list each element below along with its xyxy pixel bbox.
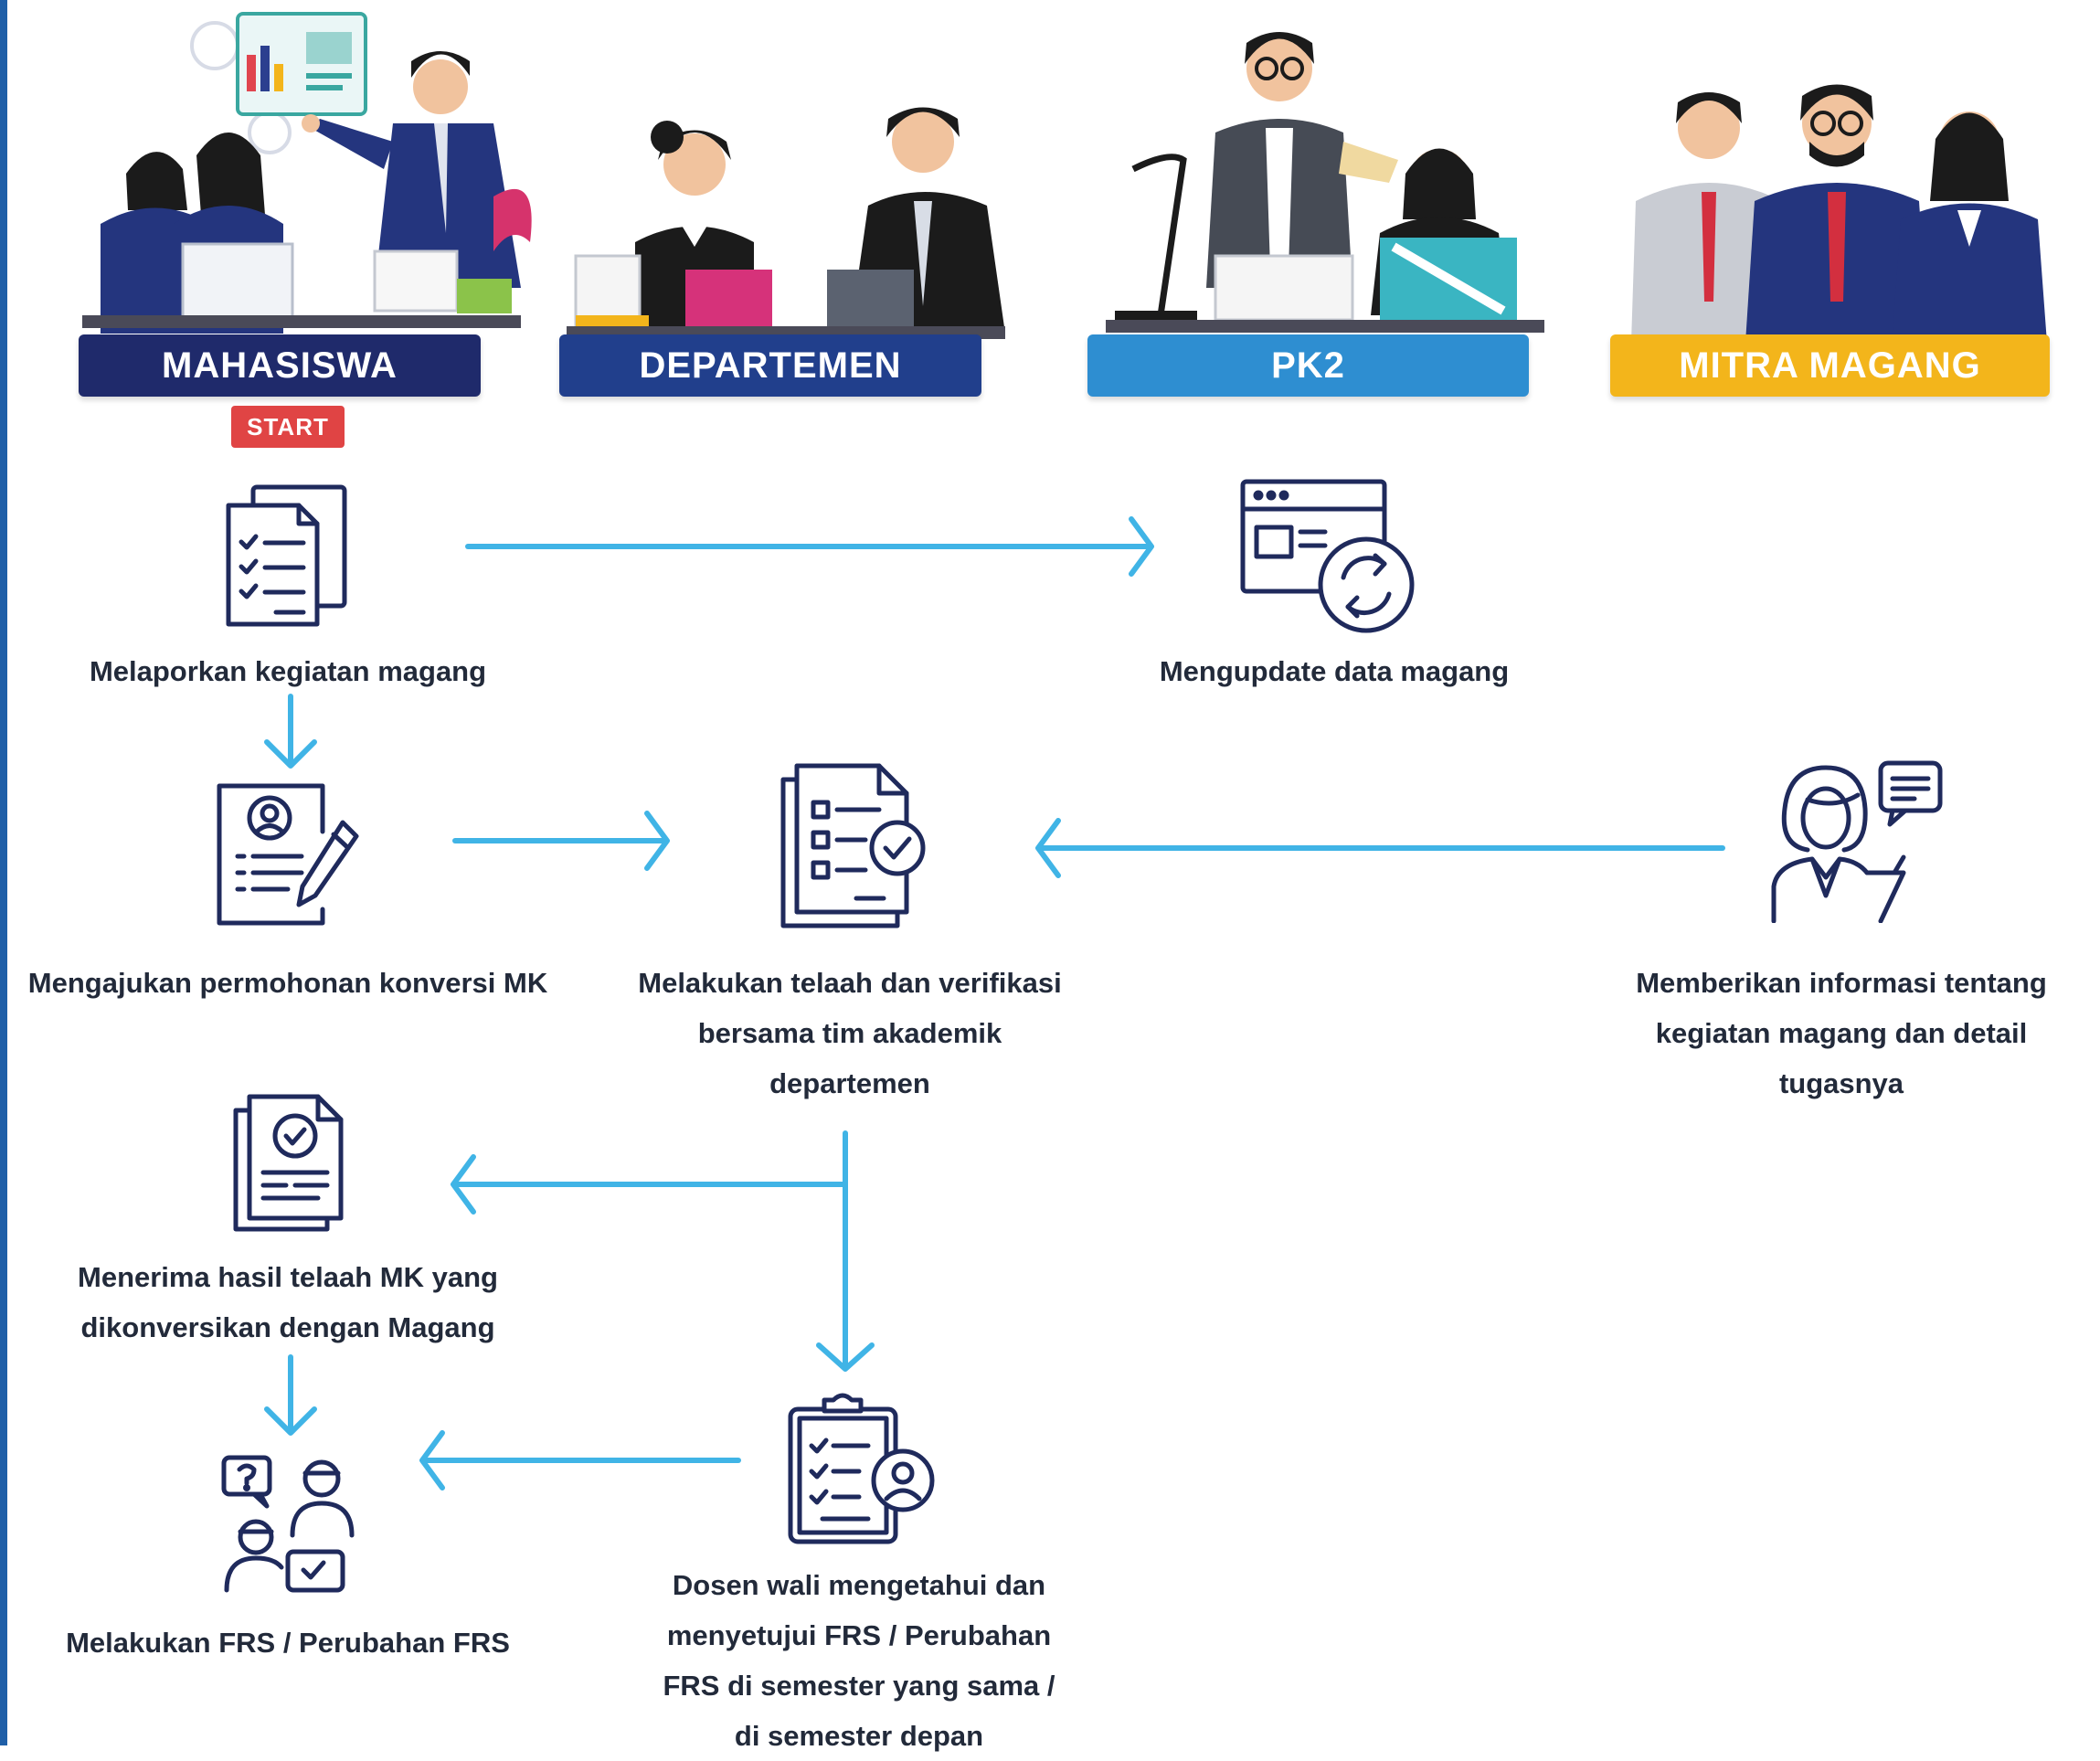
step-label-informasi-line-1: Memberikan informasi tentang [1636, 967, 2047, 999]
arrow-melaporkan-to-mengajukan [264, 694, 317, 769]
profile-form-pen-icon [217, 783, 359, 926]
step-label-dosen-line-2: menyetujui FRS / Perubahan [666, 1619, 1052, 1651]
mitra-magang-illustration [1631, 84, 2047, 343]
pk2-illustration [1106, 32, 1544, 333]
step-label-informasi-line-3: tugasnya [1778, 1067, 1904, 1099]
arrow-menerima-to-frs [264, 1354, 317, 1436]
arrow-mengajukan-to-telaah [452, 811, 670, 871]
step-label-menerima-line-1: Menerima hasil telaah MK yang [78, 1261, 498, 1293]
lane-label-mitra-magang: MITRA MAGANG [1610, 334, 2050, 397]
step-label-mengajukan: Mengajukan permohonan konversi MK [27, 967, 548, 999]
browser-sync-icon [1240, 479, 1415, 633]
arrow-dosen-to-frs [419, 1430, 741, 1490]
step-label-telaah-line-2: bersama tim akademik [697, 1017, 1002, 1049]
step-label-dosen-line-3: FRS di semester yang sama / [663, 1670, 1055, 1702]
step-label-informasi: Memberikan informasi tentang kegiatan ma… [1590, 958, 2093, 1109]
checklist-document-icon [226, 484, 347, 627]
step-label-melaporkan: Melaporkan kegiatan magang [89, 655, 487, 687]
start-badge: START [231, 406, 345, 448]
consultation-people-icon [221, 1455, 355, 1593]
arrow-telaah-to-menerima [451, 1130, 848, 1215]
approved-document-icon [233, 1094, 344, 1232]
step-label-informasi-line-2: kegiatan magang dan detail [1655, 1017, 2028, 1049]
step-label-menerima-line-2: dikonversikan dengan Magang [80, 1311, 495, 1343]
step-label-mengupdate: Mengupdate data magang [1159, 655, 1510, 687]
verified-list-icon [780, 763, 926, 928]
lane-label-departemen: DEPARTEMEN [559, 334, 981, 397]
departemen-illustration [567, 107, 1005, 339]
step-label-dosen-line-1: Dosen wali mengetahui dan [672, 1569, 1046, 1601]
clipboard-user-icon [788, 1393, 935, 1544]
step-label-dosen-line-4: di semester depan [734, 1720, 984, 1752]
arrow-informasi-to-telaah [1035, 818, 1725, 878]
mahasiswa-illustration [82, 12, 532, 334]
step-label-telaah-line-3: departemen [769, 1067, 930, 1099]
woman-chat-icon [1771, 760, 1943, 923]
step-label-telaah-line-1: Melakukan telaah dan verifikasi [638, 967, 1062, 999]
lane-label-pk2: PK2 [1087, 334, 1529, 397]
left-edge-stripe [0, 0, 7, 1745]
lane-label-mahasiswa: MAHASISWA [79, 334, 481, 397]
arrow-telaah-to-dosen [816, 1182, 875, 1372]
step-label-dosen: Dosen wali mengetahui dan menyetujui FRS… [603, 1560, 1115, 1761]
arrow-melaporkan-to-mengupdate [465, 516, 1154, 577]
step-label-telaah: Melakukan telaah dan verifikasi bersama … [585, 958, 1115, 1109]
step-label-menerima: Menerima hasil telaah MK yang dikonversi… [27, 1252, 548, 1353]
step-label-frs: Melakukan FRS / Perubahan FRS [66, 1627, 510, 1659]
